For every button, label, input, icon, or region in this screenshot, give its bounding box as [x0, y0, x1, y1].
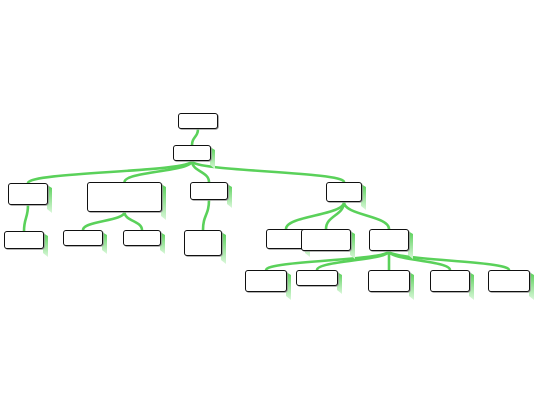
leaf-node-1-1[interactable] [4, 231, 44, 249]
leaf-node-5-1-tail [286, 272, 291, 300]
branch-node-2-tail [161, 184, 166, 220]
edge-center-b4 [190, 159, 346, 184]
branch-node-1[interactable] [8, 183, 48, 205]
edge-l43-l52 [315, 249, 391, 272]
leaf-node-5-4-tail [469, 272, 474, 300]
branch-node-2[interactable] [87, 182, 162, 212]
branch-node-3-tail [227, 184, 232, 208]
center-node-tail [210, 147, 215, 169]
leaf-node-3-1-tail [221, 232, 226, 264]
leaf-node-2-1-tail [102, 232, 107, 254]
leaf-node-4-3-tail [408, 231, 413, 259]
edge-b2-l2 [123, 210, 144, 232]
leaf-node-2-2[interactable] [123, 230, 161, 246]
connector-lines [22, 127, 511, 272]
leaf-node-5-1[interactable] [245, 270, 287, 292]
edge-center-b2 [123, 159, 194, 184]
leaf-node-5-2-tail [337, 272, 342, 294]
leaf-node-5-2[interactable] [296, 270, 338, 286]
leaf-node-5-3-tail [409, 272, 414, 300]
branch-node-3[interactable] [190, 182, 228, 200]
leaf-node-5-3[interactable] [368, 270, 410, 292]
leaf-node-5-4[interactable] [430, 270, 470, 292]
leaf-node-4-3[interactable] [369, 229, 409, 251]
leaf-node-4-2[interactable] [301, 229, 351, 251]
node-tails [43, 147, 534, 300]
leaf-node-4-1[interactable] [266, 229, 306, 249]
center-node[interactable] [173, 145, 211, 161]
edge-b3-l1 [201, 198, 211, 232]
root-node[interactable] [178, 113, 218, 129]
leaf-node-3-1[interactable] [184, 230, 222, 256]
branch-node-4-tail [361, 184, 366, 210]
edge-root-center [190, 127, 200, 147]
leaf-node-1-1-tail [43, 233, 48, 257]
leaf-node-2-1[interactable] [63, 230, 103, 246]
edge-b4-l3 [342, 200, 391, 231]
edge-b1-l1 [22, 203, 30, 233]
branch-node-1-tail [47, 185, 52, 213]
leaf-node-5-5-tail [529, 272, 534, 300]
edge-l43-l51 [264, 249, 391, 272]
edge-b2-l1 [81, 210, 126, 232]
leaf-node-2-2-tail [160, 232, 165, 254]
leaf-node-4-2-tail [350, 231, 355, 259]
branch-node-4[interactable] [326, 182, 362, 202]
edge-center-b1 [26, 159, 194, 185]
edge-l43-l55 [387, 249, 511, 272]
leaf-node-5-5[interactable] [488, 270, 530, 292]
